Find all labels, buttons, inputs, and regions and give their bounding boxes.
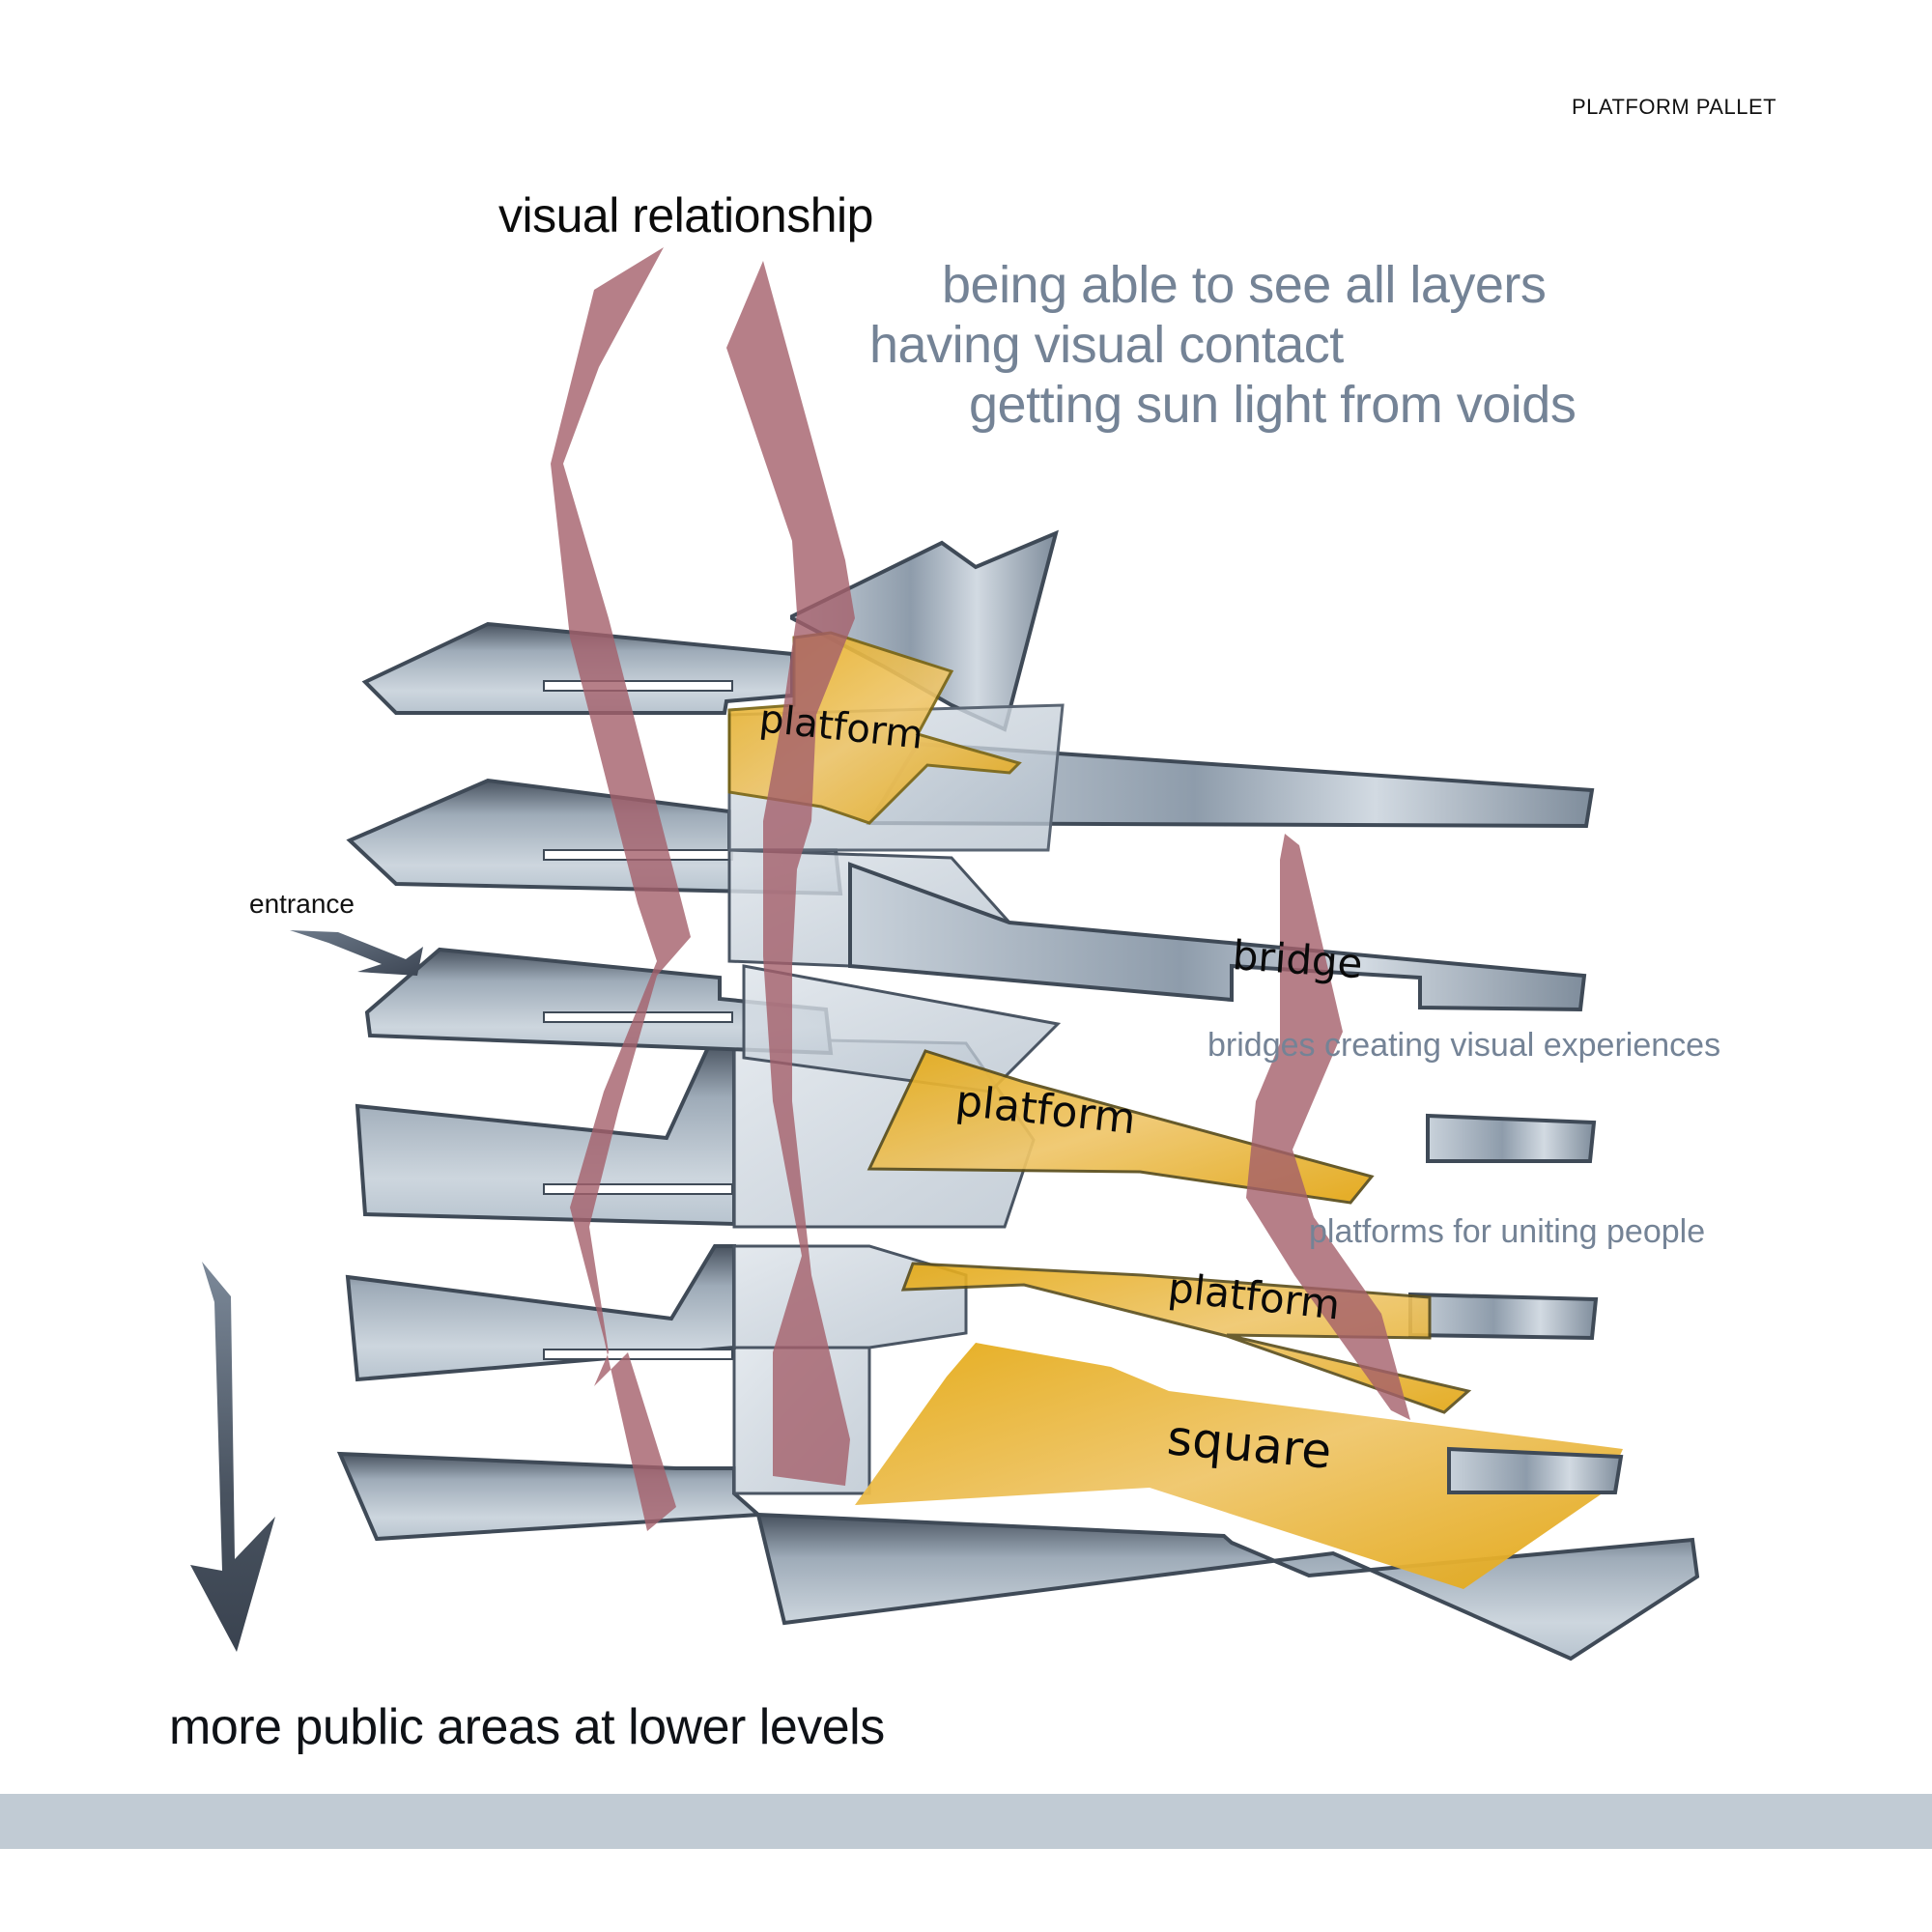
visual-axis-center [726, 261, 855, 1486]
concept-note: getting sun light from voids [969, 376, 1577, 434]
sheet-title: PLATFORM PALLET [1572, 95, 1777, 119]
square-highlight [855, 1343, 1624, 1589]
visual-axis-right [1246, 834, 1410, 1420]
bridges-note: bridges creating visual experiences [1208, 1027, 1721, 1064]
platform-middle-highlight [867, 1049, 1375, 1205]
slab-label-bridge: bridge [1231, 931, 1364, 987]
arrow-down-icon [190, 1262, 275, 1652]
visual-axis-left [551, 247, 691, 1531]
platforms-note: platforms for uniting people [1309, 1213, 1706, 1250]
concept-note: having visual contact [869, 316, 1344, 374]
arrow-right-down-icon [290, 930, 423, 976]
section-heading: visual relationship [498, 188, 873, 242]
footer-band [0, 1794, 1932, 1849]
ground-level-slab [755, 1512, 1700, 1662]
concept-note: being able to see all layers [942, 256, 1547, 314]
bottom-caption: more public areas at lower levels [169, 1699, 885, 1755]
entrance-label: entrance [249, 889, 355, 919]
